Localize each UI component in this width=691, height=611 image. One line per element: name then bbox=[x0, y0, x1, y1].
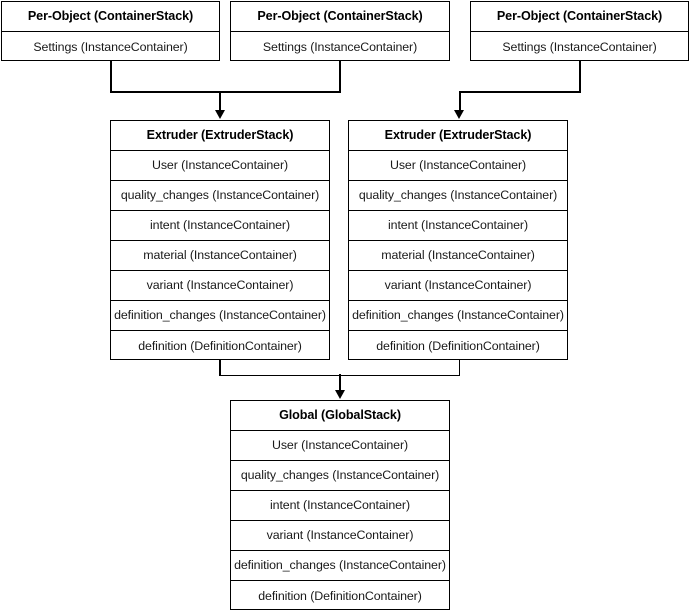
node-per-object-2[interactable]: Per-Object (ContainerStack) Settings (In… bbox=[230, 1, 450, 61]
node-header: Per-Object (ContainerStack) bbox=[471, 2, 688, 32]
node-row-user: User (InstanceContainer) bbox=[111, 151, 329, 181]
node-row-definition-changes: definition_changes (InstanceContainer) bbox=[349, 301, 567, 331]
node-row-settings: Settings (InstanceContainer) bbox=[33, 39, 188, 54]
node-row-quality-changes: quality_changes (InstanceContainer) bbox=[111, 181, 329, 211]
node-row-quality-changes: quality_changes (InstanceContainer) bbox=[231, 461, 449, 491]
node-header: Global (GlobalStack) bbox=[231, 401, 449, 431]
node-per-object-1[interactable]: Per-Object (ContainerStack) Settings (In… bbox=[1, 1, 220, 61]
edge-extruder2-stem bbox=[459, 91, 461, 112]
node-row-settings: Settings (InstanceContainer) bbox=[502, 39, 657, 54]
node-row-material: material (InstanceContainer) bbox=[111, 241, 329, 271]
node-row-user: User (InstanceContainer) bbox=[349, 151, 567, 181]
node-row-variant: variant (InstanceContainer) bbox=[349, 271, 567, 301]
node-extruder-1[interactable]: Extruder (ExtruderStack) User (InstanceC… bbox=[110, 120, 330, 360]
node-header: Per-Object (ContainerStack) bbox=[2, 2, 219, 32]
node-header: Per-Object (ContainerStack) bbox=[231, 2, 449, 32]
node-row-definition: definition (DefinitionContainer) bbox=[258, 588, 422, 603]
edge-extruder1-stem bbox=[219, 91, 221, 112]
edge-elbow-bar-extruder2 bbox=[459, 91, 581, 93]
edge-perobject1-down bbox=[110, 61, 112, 93]
edge-perobject3-down bbox=[579, 61, 581, 93]
node-row-variant: variant (InstanceContainer) bbox=[231, 521, 449, 551]
node-header: Extruder (ExtruderStack) bbox=[349, 121, 567, 151]
node-extruder-2[interactable]: Extruder (ExtruderStack) User (InstanceC… bbox=[348, 120, 568, 360]
node-row-definition-changes: definition_changes (InstanceContainer) bbox=[111, 301, 329, 331]
node-row-material: material (InstanceContainer) bbox=[349, 241, 567, 271]
node-row-quality-changes: quality_changes (InstanceContainer) bbox=[349, 181, 567, 211]
edge-extruder1-down bbox=[219, 360, 221, 376]
node-per-object-3[interactable]: Per-Object (ContainerStack) Settings (In… bbox=[470, 1, 689, 61]
node-row-definition: definition (DefinitionContainer) bbox=[138, 338, 302, 353]
edge-extruder2-down bbox=[458, 360, 461, 376]
edge-global-stem bbox=[339, 374, 341, 392]
edge-arrow-global bbox=[334, 390, 345, 399]
edge-arrow-extruder2 bbox=[454, 110, 465, 119]
node-row-settings: Settings (InstanceContainer) bbox=[262, 39, 418, 54]
node-row-intent: intent (InstanceContainer) bbox=[231, 491, 449, 521]
node-row-intent: intent (InstanceContainer) bbox=[349, 211, 567, 241]
node-global[interactable]: Global (GlobalStack) User (InstanceConta… bbox=[230, 400, 450, 610]
node-row-definition: definition (DefinitionContainer) bbox=[376, 338, 540, 353]
node-header: Extruder (ExtruderStack) bbox=[111, 121, 329, 151]
node-row-intent: intent (InstanceContainer) bbox=[111, 211, 329, 241]
edge-arrow-extruder1 bbox=[214, 110, 225, 119]
node-row-definition-changes: definition_changes (InstanceContainer) bbox=[231, 551, 449, 581]
node-row-user: User (InstanceContainer) bbox=[231, 431, 449, 461]
edge-perobject2-down bbox=[339, 61, 341, 93]
node-row-variant: variant (InstanceContainer) bbox=[111, 271, 329, 301]
edge-merge-bar-extruder1 bbox=[110, 91, 341, 93]
